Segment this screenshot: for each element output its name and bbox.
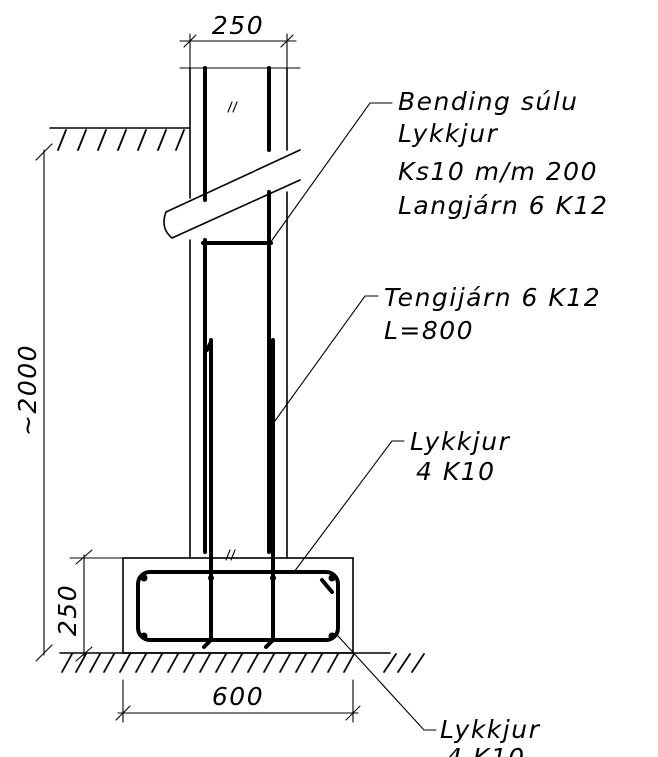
- callout-column-reinforcement: Bending súlu Lykkjur Ks10 m/m 200 Langjá…: [398, 87, 608, 220]
- dimension-column-height: ~2000: [13, 143, 53, 662]
- svg-text:Ks10 m/m 200: Ks10 m/m 200: [398, 157, 598, 186]
- dim-footing-height-label: 250: [53, 584, 82, 636]
- svg-text:4 K10: 4 K10: [446, 743, 526, 757]
- dim-column-height-label: ~2000: [13, 344, 42, 436]
- bar-dot: [328, 632, 336, 640]
- ground-hatching: [49, 127, 425, 673]
- column: [163, 67, 301, 561]
- footing-tie: [136, 570, 340, 642]
- svg-text:Lykkjur: Lykkjur: [398, 119, 499, 148]
- column-longitudinal-bars: [201, 66, 273, 554]
- footing: [122, 557, 354, 654]
- svg-text:L=800: L=800: [384, 316, 474, 345]
- bar-dot: [208, 575, 214, 581]
- callout-bottom-ties: Lykkjur 4 K10: [440, 715, 541, 757]
- callout-top-ties: Lykkjur 4 K10: [410, 427, 511, 486]
- svg-text:Tengijárn 6 K12: Tengijárn 6 K12: [384, 283, 601, 312]
- dim-footing-width-label: 600: [212, 682, 264, 711]
- leader-lines: [269, 102, 437, 731]
- dimension-column-width: 250: [179, 11, 297, 69]
- dimension-footing-height: 250: [53, 549, 124, 662]
- svg-text:Lykkjur: Lykkjur: [410, 427, 511, 456]
- svg-text:Lykkjur: Lykkjur: [440, 715, 541, 744]
- dim-column-width-label: 250: [212, 11, 264, 40]
- bar-dot: [270, 575, 276, 581]
- svg-text:Bending súlu: Bending súlu: [398, 87, 579, 116]
- svg-text:Langjárn 6 K12: Langjárn 6 K12: [398, 191, 608, 220]
- column-break-line: [163, 149, 301, 239]
- bar-dot: [140, 574, 148, 582]
- callout-starter-bars: Tengijárn 6 K12 L=800: [384, 283, 601, 345]
- svg-text:4 K10: 4 K10: [416, 457, 496, 486]
- starter-bars: [202, 338, 275, 649]
- dimension-footing-width: 600: [115, 679, 361, 723]
- bar-dot: [328, 574, 336, 582]
- bar-dot: [140, 632, 148, 640]
